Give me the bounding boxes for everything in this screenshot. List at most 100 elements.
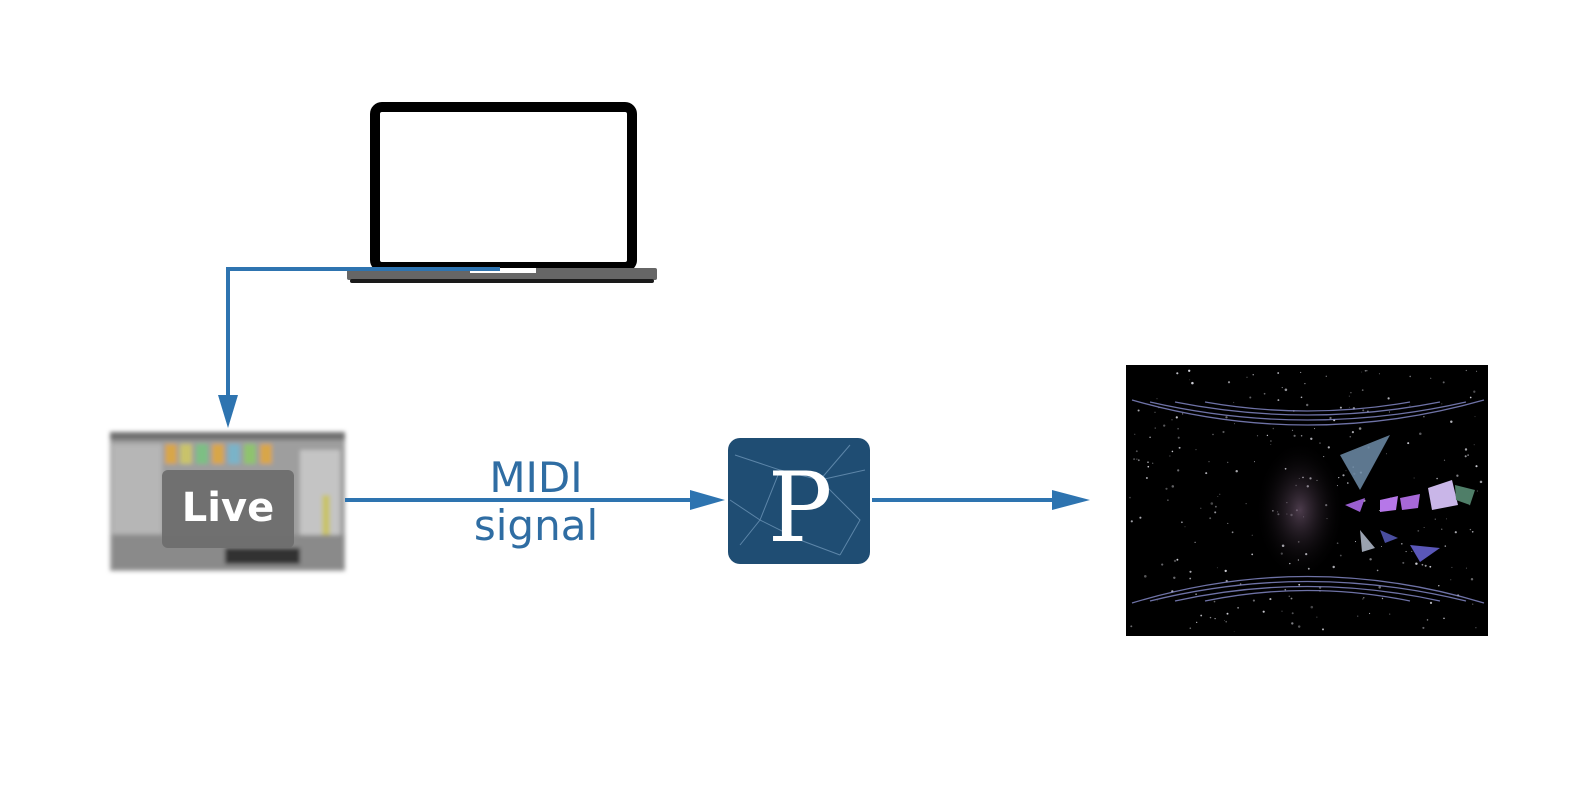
- star-dot: [1476, 490, 1478, 492]
- star-dot: [1147, 461, 1149, 463]
- star-dot: [1304, 382, 1306, 385]
- star-dot: [1171, 450, 1174, 453]
- star-dot: [1469, 528, 1472, 531]
- star-dot: [1366, 370, 1368, 372]
- processing-app-icon: [728, 438, 870, 564]
- star-dot: [1417, 530, 1420, 532]
- star-dot: [1402, 561, 1405, 564]
- star-dot: [1475, 465, 1478, 468]
- star-dot: [1233, 631, 1235, 633]
- star-dot: [1156, 398, 1158, 400]
- star-dot: [1319, 442, 1321, 444]
- star-dot: [1473, 390, 1476, 393]
- star-dot: [1189, 577, 1192, 580]
- star-dot: [1348, 395, 1350, 397]
- star-dot: [1269, 440, 1272, 442]
- star-dot: [1306, 403, 1309, 407]
- star-dot: [1291, 429, 1294, 431]
- star-dot: [1209, 616, 1212, 619]
- star-dot: [1277, 372, 1280, 374]
- star-dot: [1467, 454, 1469, 456]
- star-dot: [1327, 446, 1330, 449]
- star-dot: [1195, 449, 1197, 451]
- star-dot: [1300, 371, 1302, 373]
- star-dot: [1434, 518, 1436, 520]
- star-dot: [1252, 599, 1255, 602]
- star-dot: [1163, 424, 1166, 427]
- star-dot: [1405, 551, 1407, 553]
- star-dot: [1409, 375, 1412, 378]
- star-dot: [1171, 419, 1173, 421]
- star-dot: [1251, 553, 1254, 556]
- star-dot: [1225, 416, 1228, 419]
- star-dot: [1381, 546, 1382, 548]
- star-dot: [1339, 554, 1342, 557]
- star-dot: [1284, 388, 1288, 392]
- star-dot: [1196, 621, 1198, 624]
- star-dot: [1325, 375, 1327, 377]
- star-dot: [1381, 597, 1384, 600]
- star-dot: [1409, 405, 1411, 407]
- star-dot: [1227, 381, 1231, 384]
- star-dot: [1222, 430, 1225, 434]
- star-dot: [1388, 411, 1390, 413]
- star-dot: [1145, 476, 1148, 480]
- star-dot: [1161, 563, 1164, 566]
- star-dot: [1474, 416, 1476, 418]
- star-dot: [1443, 459, 1446, 461]
- star-dot: [1441, 403, 1443, 405]
- star-dot: [1444, 545, 1447, 547]
- star-dot: [1346, 482, 1349, 484]
- star-dot: [1135, 450, 1138, 453]
- star-dot: [1176, 372, 1179, 375]
- star-dot: [1177, 436, 1180, 439]
- star-dot: [1176, 558, 1179, 561]
- star-dot: [1181, 521, 1183, 524]
- star-dot: [1357, 615, 1359, 617]
- star-dot: [1177, 427, 1179, 430]
- star-dot: [1291, 612, 1294, 615]
- star-dot: [1429, 601, 1433, 605]
- star-dot: [1251, 534, 1253, 536]
- star-dot: [1137, 409, 1140, 412]
- star-dot: [1400, 542, 1403, 545]
- star-dot: [1189, 570, 1192, 573]
- star-dot: [1133, 458, 1136, 461]
- arrowhead-right-1: [690, 490, 725, 510]
- arrowhead-right-2: [1052, 490, 1090, 510]
- star-dot: [1249, 396, 1252, 399]
- star-dot: [1316, 616, 1318, 618]
- star-dot: [1152, 462, 1154, 464]
- star-dot: [1345, 470, 1347, 472]
- star-dot: [1310, 437, 1313, 440]
- star-dot: [1378, 586, 1381, 589]
- star-dot: [1300, 434, 1303, 437]
- star-dot: [1200, 507, 1202, 509]
- midi-label: MIDI: [489, 453, 582, 502]
- star-dot: [1252, 374, 1254, 376]
- star-dot: [1266, 434, 1269, 437]
- star-dot: [1195, 593, 1197, 596]
- star-dot: [1479, 480, 1483, 484]
- star-dot: [1369, 558, 1372, 561]
- star-dot: [1235, 469, 1238, 473]
- star-dot: [1423, 415, 1425, 418]
- star-dot: [1362, 598, 1364, 600]
- star-dot: [1277, 399, 1280, 402]
- star-dot: [1262, 610, 1265, 613]
- star-dot: [1178, 446, 1181, 449]
- star-dot: [1470, 578, 1474, 581]
- star-dot: [1450, 420, 1453, 423]
- star-dot: [1350, 391, 1352, 394]
- star-dot: [1234, 423, 1236, 425]
- star-dot: [1322, 628, 1324, 631]
- star-dot: [1269, 598, 1272, 601]
- star-dot: [1223, 620, 1225, 622]
- star-dot: [1149, 436, 1151, 439]
- star-dot: [1339, 406, 1342, 409]
- star-dot: [1300, 396, 1303, 399]
- star-dot: [1369, 612, 1371, 615]
- star-dot: [1378, 373, 1380, 375]
- star-dot: [1361, 389, 1364, 391]
